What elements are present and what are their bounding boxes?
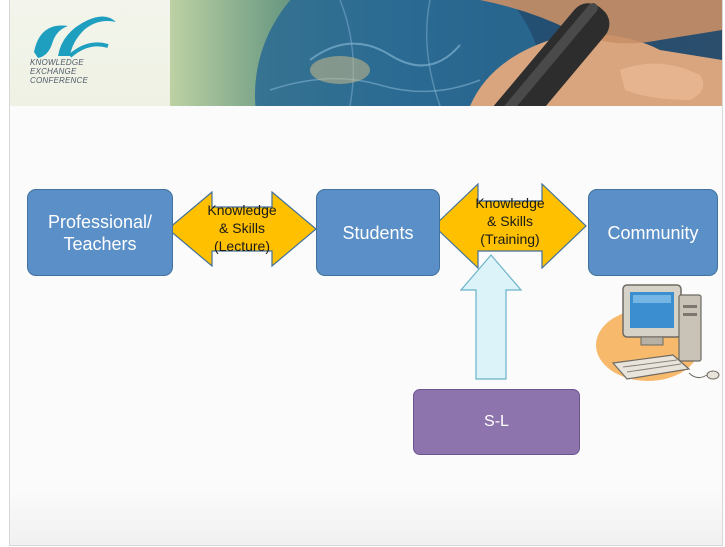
slide: KNOWLEDGE EXCHANGE CONFERENCE Knowledge … [9, 0, 723, 546]
training-arrow-label: Knowledge & Skills (Training) [475, 195, 545, 247]
logo-mark [34, 16, 116, 58]
sl-up-arrow [460, 254, 522, 380]
lecture-arrow-label: Knowledge & Skills (Lecture) [207, 202, 277, 254]
logo-text: KNOWLEDGE EXCHANGE CONFERENCE [30, 58, 160, 85]
logo-area: KNOWLEDGE EXCHANGE CONFERENCE [10, 0, 170, 106]
banner-photo [255, 0, 722, 106]
logo-line-2: EXCHANGE [30, 67, 77, 76]
header-banner: KNOWLEDGE EXCHANGE CONFERENCE [10, 0, 722, 106]
training-double-arrow [433, 183, 587, 269]
footer-band [10, 490, 722, 545]
node-service-learning: S-L [413, 389, 580, 455]
logo-line-3: CONFERENCE [30, 76, 89, 85]
node-community: Community [588, 189, 718, 276]
node-professional-teachers: Professional/ Teachers [27, 189, 173, 276]
node-students: Students [316, 189, 440, 276]
logo-line-1: KNOWLEDGE [30, 58, 84, 67]
computer-clipart-icon [596, 284, 720, 381]
